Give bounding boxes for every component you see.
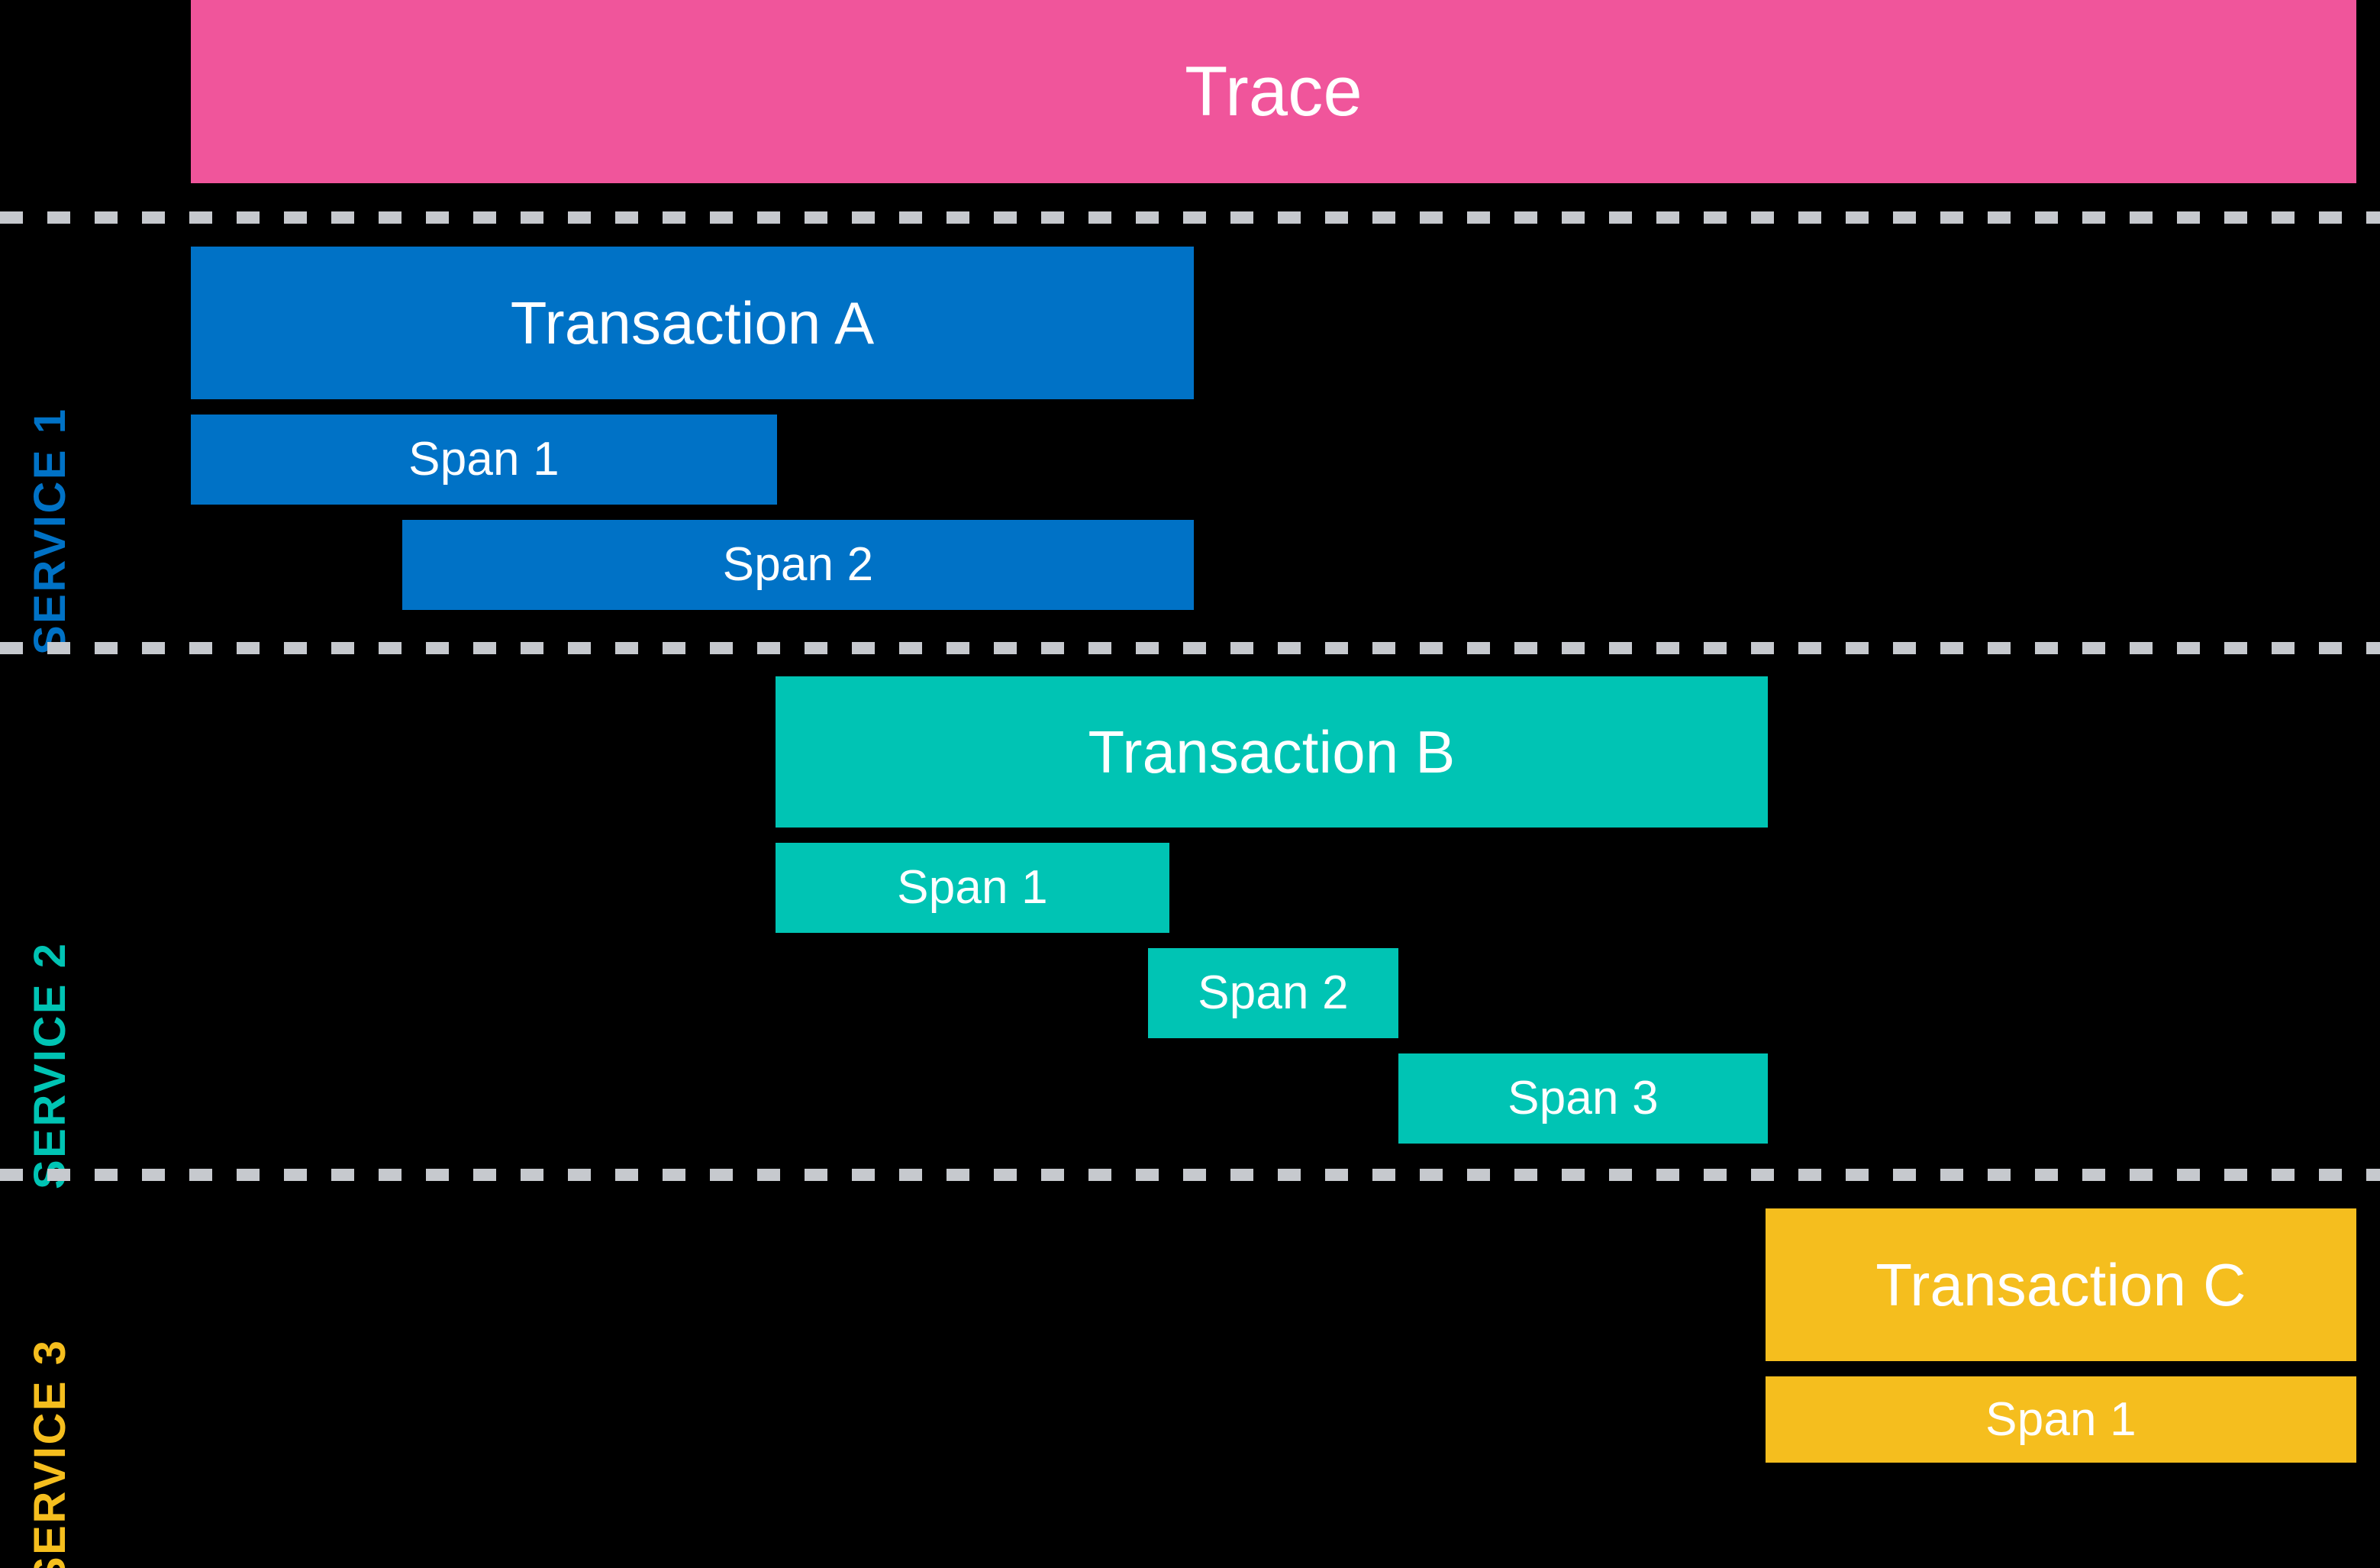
- transaction-bar-c[interactable]: Transaction C: [1766, 1208, 2356, 1361]
- service-2-span-2[interactable]: Span 2: [1148, 948, 1398, 1038]
- service-label-3: SERVICE 3: [25, 1338, 75, 1568]
- transaction-bar-c-label: Transaction C: [1875, 1251, 2246, 1318]
- service-separator-2: [0, 642, 2380, 654]
- service-1-span-1[interactable]: Span 1: [191, 415, 777, 505]
- service-2-span-1-label: Span 1: [897, 861, 1048, 914]
- service-1-span-2[interactable]: Span 2: [402, 520, 1194, 610]
- service-2-span-3-label: Span 3: [1508, 1072, 1659, 1124]
- service-2-span-3[interactable]: Span 3: [1398, 1053, 1768, 1144]
- trace-bar[interactable]: Trace: [191, 0, 2356, 183]
- transaction-bar-a[interactable]: Transaction A: [191, 247, 1194, 399]
- trace-bar-label: Trace: [1185, 53, 1363, 131]
- service-2-span-1[interactable]: Span 1: [776, 843, 1169, 933]
- service-2-span-2-label: Span 2: [1198, 966, 1349, 1019]
- transaction-bar-b[interactable]: Transaction B: [776, 676, 1768, 828]
- service-3-span-1-label: Span 1: [1985, 1392, 2137, 1446]
- transaction-bar-a-label: Transaction A: [510, 289, 875, 357]
- service-1-span-1-label: Span 1: [408, 433, 560, 486]
- service-label-2: SERVICE 2: [25, 941, 75, 1189]
- service-separator-3: [0, 1169, 2380, 1181]
- transaction-bar-b-label: Transaction B: [1088, 718, 1456, 786]
- service-1-span-2-label: Span 2: [722, 538, 874, 591]
- service-label-1: SERVICE 1: [25, 407, 75, 655]
- service-separator-1: [0, 211, 2380, 224]
- service-3-span-1[interactable]: Span 1: [1766, 1376, 2356, 1463]
